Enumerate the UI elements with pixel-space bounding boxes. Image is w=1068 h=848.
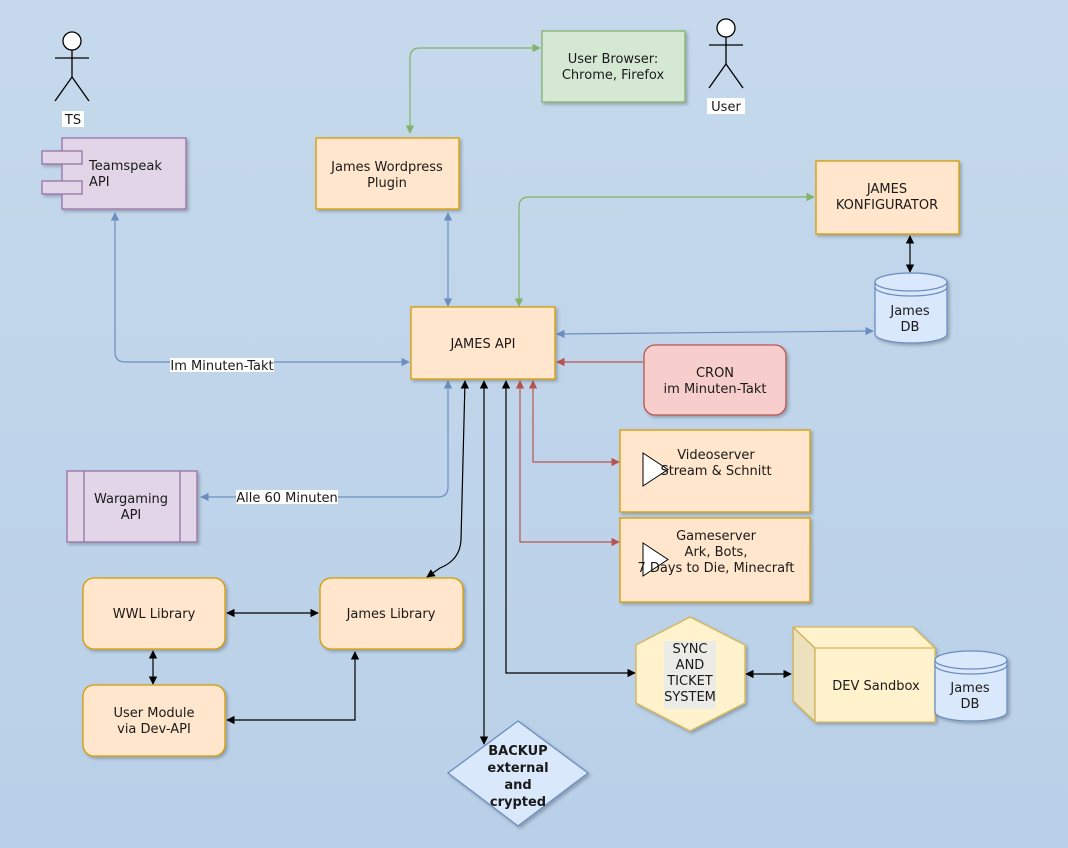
label-line: crypted bbox=[490, 795, 546, 810]
label-line: James bbox=[889, 304, 929, 319]
edges bbox=[110, 43, 915, 745]
label-line: and bbox=[504, 778, 531, 793]
sync-label-band bbox=[664, 641, 716, 709]
label-line: James bbox=[949, 681, 989, 696]
node-dev-sandbox[interactable] bbox=[792, 626, 936, 723]
label-line: DB bbox=[961, 697, 980, 712]
edge-james-api-james-library bbox=[426, 380, 470, 578]
node-backup-text: BACKUP external and crypted bbox=[487, 744, 548, 810]
label-line: Teamspeak bbox=[88, 159, 162, 174]
node-user-browser[interactable] bbox=[541, 30, 686, 103]
node-videoserver[interactable] bbox=[619, 429, 811, 513]
node-james-api[interactable] bbox=[410, 306, 556, 380]
actor-user-label: User bbox=[711, 100, 741, 115]
actor-ts-label: TS bbox=[64, 113, 81, 128]
label-line: Stream & Schnitt bbox=[660, 464, 771, 479]
label-line: User Module bbox=[113, 706, 194, 721]
actor-ts: TS bbox=[54, 31, 90, 128]
label-line: Ark, Bots, bbox=[685, 545, 748, 560]
label-line: James Library bbox=[346, 607, 436, 622]
label-line: TICKET bbox=[666, 674, 713, 689]
label-line: 7 Days to Die, Minecraft bbox=[637, 561, 794, 576]
actor-user: User bbox=[707, 18, 745, 115]
node-wwl-library-text: WWL Library bbox=[113, 607, 196, 622]
edge-user-module-james-library bbox=[226, 651, 360, 725]
node-james-db-bottom[interactable] bbox=[934, 650, 1008, 722]
label-line: SYNC bbox=[673, 642, 708, 657]
label-line: JAMES bbox=[866, 182, 907, 197]
node-james-db-top[interactable] bbox=[874, 272, 948, 344]
label-line: WWL Library bbox=[113, 607, 196, 622]
edge-wordpress-browser bbox=[405, 43, 541, 134]
label-line: KONFIGURATOR bbox=[836, 198, 938, 213]
node-james-library-text: James Library bbox=[346, 607, 436, 622]
node-gameserver[interactable] bbox=[619, 517, 811, 603]
actor-ts-icon bbox=[54, 31, 90, 102]
label-line: SYSTEM bbox=[664, 690, 716, 705]
node-wwl-library[interactable] bbox=[82, 577, 226, 650]
label-line: Gameserver bbox=[676, 529, 757, 544]
node-cron[interactable] bbox=[643, 344, 787, 416]
label-line: JAMES API bbox=[450, 337, 516, 352]
label-line: James Wordpress bbox=[330, 160, 443, 175]
label-line: Wargaming bbox=[94, 492, 168, 507]
edge-label-alle-60-text: Alle 60 Minuten bbox=[236, 491, 338, 506]
label-line: via Dev-API bbox=[117, 722, 191, 737]
node-james-library[interactable] bbox=[319, 577, 464, 650]
actor-user-icon bbox=[708, 18, 744, 89]
play-icon bbox=[642, 452, 669, 487]
label-line: CRON bbox=[696, 366, 734, 381]
edge-label-alle-60: Alle 60 Minuten bbox=[236, 490, 338, 506]
label-line: User Browser: bbox=[568, 52, 659, 67]
node-james-api-text: JAMES API bbox=[450, 337, 516, 352]
label-line: AND bbox=[676, 658, 705, 673]
node-dev-sandbox-text: DEV Sandbox bbox=[832, 679, 920, 694]
label-line: API bbox=[121, 508, 142, 523]
label-line: DB bbox=[901, 320, 920, 335]
label-line: BACKUP bbox=[488, 744, 547, 759]
edge-label-minuten-takt-text: Im Minuten-Takt bbox=[170, 359, 273, 374]
node-wargaming-api[interactable] bbox=[66, 470, 198, 543]
play-icon bbox=[642, 542, 669, 577]
node-teamspeak-api[interactable] bbox=[41, 137, 187, 210]
edge-james-api-db bbox=[556, 326, 874, 339]
label-line: Chrome, Firefox bbox=[562, 68, 665, 83]
label-line: external bbox=[487, 761, 548, 776]
node-wordpress-plugin[interactable] bbox=[315, 137, 460, 210]
label-line: Plugin bbox=[367, 176, 407, 191]
edge-james-api-sync bbox=[501, 380, 636, 678]
node-james-konfigurator[interactable] bbox=[815, 160, 960, 235]
node-user-module[interactable] bbox=[82, 684, 226, 757]
node-user-browser-text: User Browser:Chrome, Firefox bbox=[562, 52, 665, 83]
label-line: im Minuten-Takt bbox=[664, 382, 767, 397]
edge-teamspeak-james-api bbox=[110, 212, 410, 367]
edge-label-minuten-takt: Im Minuten-Takt bbox=[170, 358, 274, 374]
edge-james-api-konfigurator bbox=[514, 192, 815, 307]
label-line: DEV Sandbox bbox=[832, 679, 920, 694]
node-backup[interactable] bbox=[446, 720, 590, 827]
label-line: API bbox=[89, 175, 110, 190]
label-line: Videoserver bbox=[677, 448, 755, 463]
